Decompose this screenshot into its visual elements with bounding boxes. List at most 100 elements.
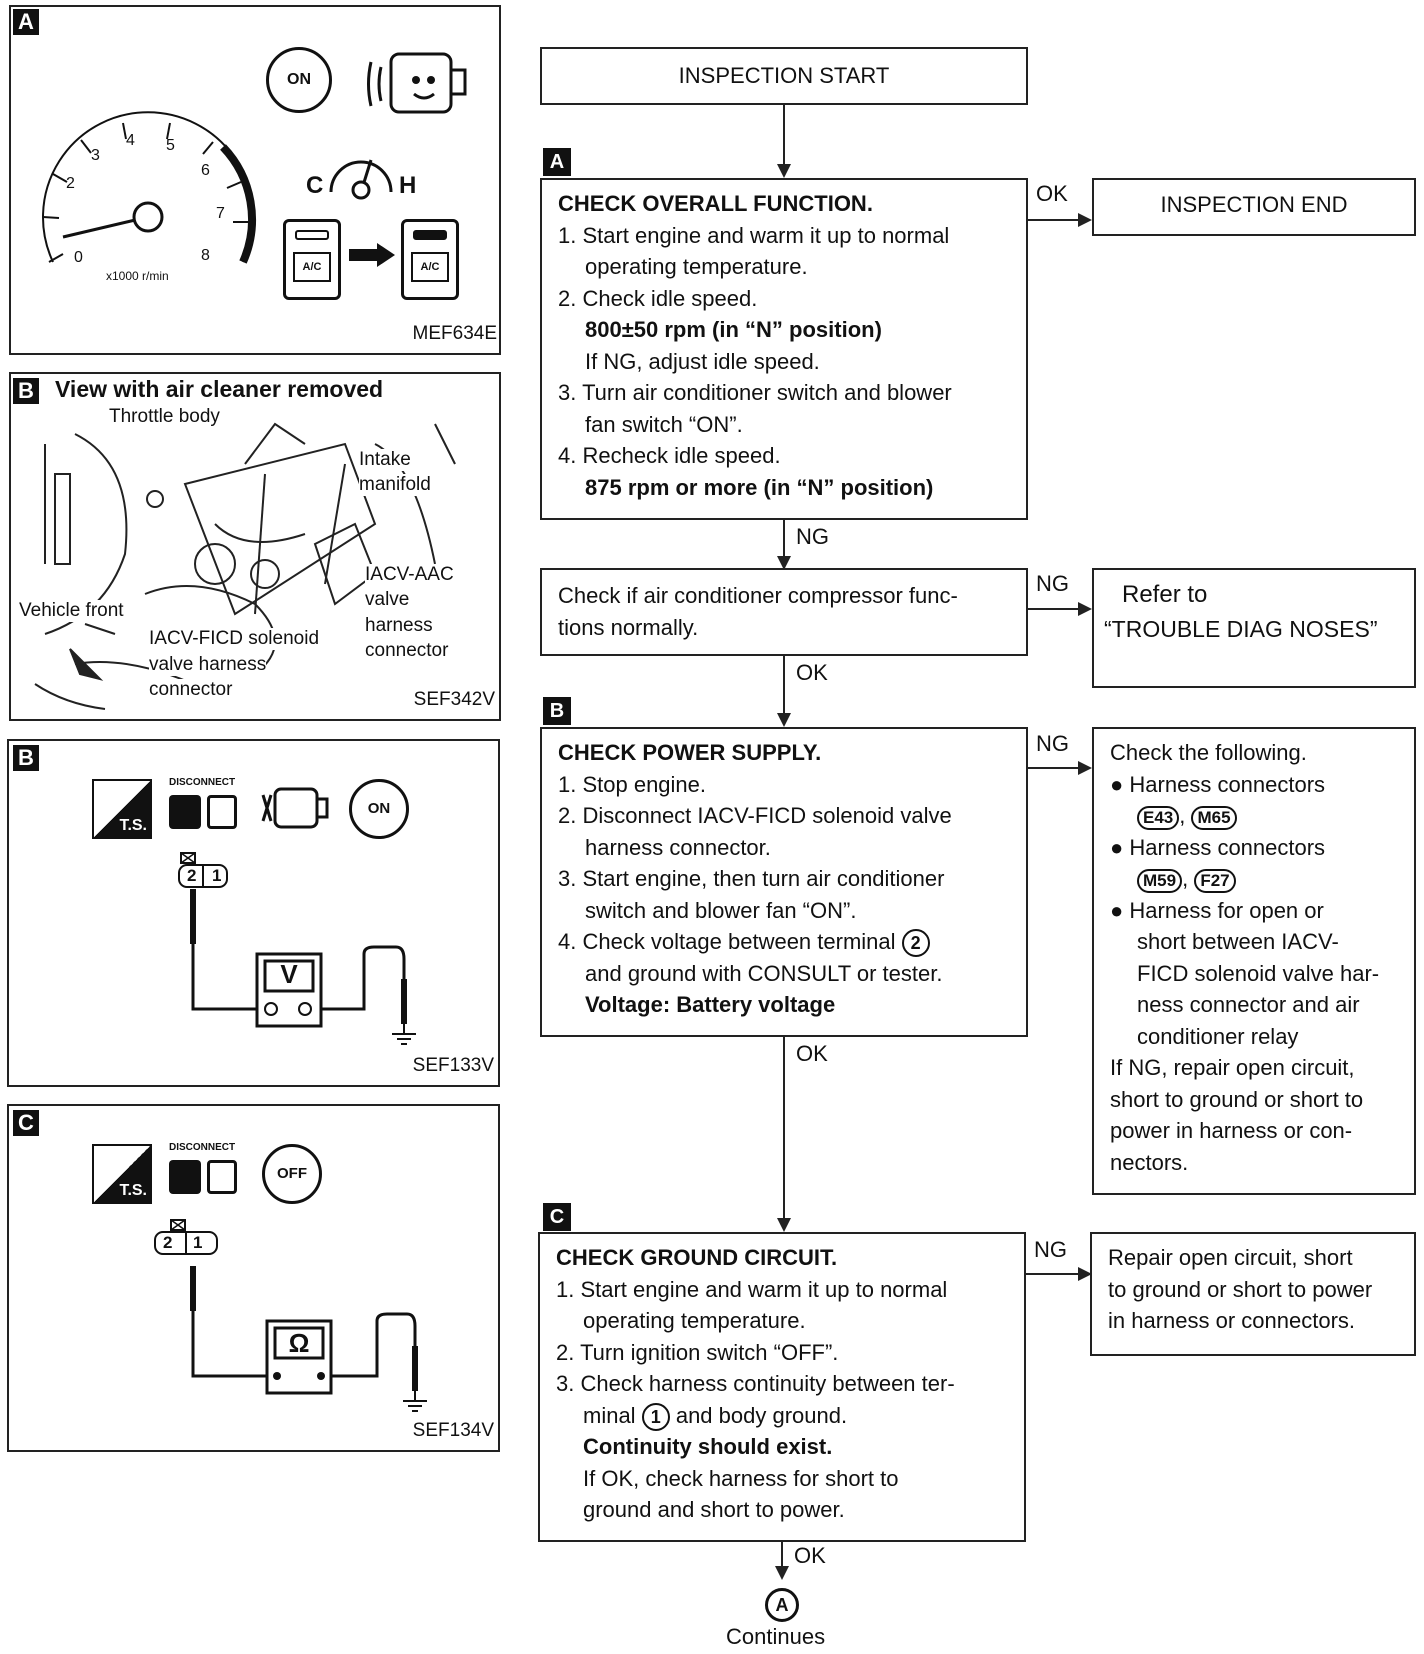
panel-tag-c: C: [13, 1110, 39, 1136]
repair-line-2: to ground or short to power: [1108, 1276, 1373, 1302]
arrow-right-icon: [1078, 602, 1092, 616]
step-b-title: CHECK POWER SUPPLY.: [558, 740, 822, 765]
step-b-line-8: Voltage: Battery voltage: [585, 992, 836, 1017]
ac-label-on: A/C: [411, 252, 449, 282]
ohmmeter-icon: Ω: [288, 1328, 310, 1358]
check-following-title: Check the following.: [1110, 740, 1307, 765]
panel-tag-a: A: [13, 9, 39, 35]
bullet-harness-1-text: Harness connectors: [1129, 771, 1326, 797]
tach-tick-5: 5: [166, 137, 175, 154]
connector-line: [1028, 767, 1078, 769]
tach-tick-8: 8: [201, 247, 210, 264]
arrow-right-head: [377, 243, 395, 267]
ts-label-c: T.S.: [119, 1182, 147, 1199]
panel-a-illustration: A 0 2 3 4 5 6 7 8 x1000 r/min ON C H: [9, 5, 501, 355]
step-b-line-6: 4. Check voltage between terminal 2: [558, 926, 1010, 958]
ng-label-b: NG: [1036, 731, 1069, 756]
arrow-down-icon: [777, 1218, 791, 1232]
compressor-check-box: Check if air conditioner compressor func…: [540, 568, 1028, 656]
label-valve-harness: valve harness: [149, 654, 267, 676]
panel-c-continuity-test: C T.S. DISCONNECT OFF 2 1 Ω SEF134V: [7, 1104, 500, 1452]
ok-label-c: OK: [794, 1543, 826, 1568]
inspection-end-label: INSPECTION END: [1160, 192, 1348, 217]
label-iacv-ficd: IACV-FICD solenoid: [149, 628, 320, 650]
panel-b1-ref-code: SEF342V: [413, 689, 495, 710]
temperature-gauge-icon: [329, 159, 393, 200]
ac-switch-off-icon: A/C: [283, 219, 341, 300]
compressor-line-2: tions normally.: [558, 614, 699, 640]
ignition-on-label: ON: [287, 71, 311, 88]
panel-b-engine-view: B View with air cleaner removed Throttle…: [9, 372, 501, 721]
ac-switch-on-icon: A/C: [401, 219, 459, 300]
connector-e43-badge: E43: [1137, 806, 1180, 830]
ok-label-b: OK: [796, 1041, 828, 1066]
refer-line-1: Refer to: [1122, 581, 1208, 608]
ts-label: T.S.: [119, 817, 147, 834]
step-b-line-5: switch and blower fan “ON”.: [585, 897, 857, 923]
connector-line: [1028, 608, 1078, 610]
arrow-down-icon: [777, 164, 791, 178]
step-c-line-5: minal 1 and body ground.: [556, 1400, 1008, 1432]
bullet-harness-2: ● Harness connectors: [1110, 834, 1326, 860]
ac-label-off: A/C: [293, 252, 331, 282]
panel-b-title: View with air cleaner removed: [55, 376, 384, 402]
check-following-line-9: ness connector and air: [1137, 992, 1360, 1017]
connector-f27-badge: F27: [1194, 869, 1236, 893]
terminal-1-badge: 1: [641, 1402, 670, 1431]
arrow-right-icon: [1078, 1267, 1092, 1281]
label-vehicle-front: Vehicle front: [19, 600, 124, 622]
step-c-line-8: ground and short to power.: [583, 1497, 845, 1522]
pin-2-label: 2: [187, 866, 197, 885]
voltmeter-icon: V: [280, 959, 298, 989]
refer-line-2: “TROUBLE DIAG NOSES”: [1104, 616, 1378, 642]
ohmmeter-circuit: [154, 1219, 427, 1412]
step-c-title: CHECK GROUND CIRCUIT.: [556, 1245, 838, 1270]
label-ficd-connector: connector: [149, 679, 233, 701]
ignition-key-on-icon-2: ON: [349, 779, 409, 839]
arrow-right-icon: [349, 249, 377, 261]
step-c-line-5-text-b: and body ground.: [675, 1402, 848, 1428]
tach-unit: x1000 r/min: [106, 269, 169, 283]
check-following-line-10: conditioner relay: [1137, 1023, 1299, 1049]
tester-ts-icon: T.S.: [92, 779, 152, 839]
arrow-down-icon: [775, 1566, 789, 1580]
ng-label-a: NG: [796, 524, 829, 549]
step-c-line-1: 1. Start engine and warm it up to normal: [556, 1276, 948, 1302]
pin-1-label: 1: [212, 866, 222, 885]
step-a-line-9: 875 rpm or more (in “N” position): [585, 474, 934, 500]
arrow-right-icon: [1078, 761, 1092, 775]
step-c-line-5-text-a: minal: [583, 1402, 636, 1428]
check-following-line-7: short between IACV-: [1137, 929, 1339, 954]
check-following-line-11: If NG, repair open circuit,: [1110, 1055, 1355, 1080]
ignition-off-label: OFF: [277, 1165, 307, 1182]
inspection-start-box: INSPECTION START: [540, 47, 1028, 105]
check-following-line-8: FICD solenoid valve har-: [1137, 960, 1380, 986]
step-a-line-1: 1. Start engine and warm it up to normal: [558, 222, 950, 248]
ignition-on-label-2: ON: [367, 800, 391, 817]
connector-line: [783, 520, 785, 568]
step-c-line-4: 3. Check harness continuity between ter-: [556, 1371, 955, 1396]
tach-tick-0: 0: [74, 249, 83, 266]
step-c-line-6: Continuity should exist.: [583, 1434, 833, 1459]
engine-running-icon: [367, 52, 467, 114]
ignition-key-off-icon: OFF: [262, 1144, 322, 1204]
step-b-line-3: harness connector.: [585, 834, 771, 860]
step-a-line-8: 4. Recheck idle speed.: [558, 443, 781, 468]
check-overall-function-box: CHECK OVERALL FUNCTION. 1. Start engine …: [540, 178, 1028, 520]
connector-line: [1026, 1273, 1078, 1275]
bullet-harness-1: ● Harness connectors: [1110, 771, 1326, 797]
panel-b2-ref-code: SEF133V: [412, 1055, 494, 1076]
connectors-row-1: E43, M65: [1110, 800, 1398, 832]
label-valve: valve: [365, 589, 410, 611]
temp-h-label: H: [399, 172, 417, 199]
tach-tick-2: 2: [66, 175, 75, 192]
step-a-line-5: If NG, adjust idle speed.: [585, 348, 820, 374]
disconnect-label-c: DISCONNECT: [169, 1142, 236, 1153]
connector-m59-badge: M59: [1137, 869, 1183, 893]
check-following-line-12: short to ground or short to: [1110, 1086, 1364, 1112]
repair-line-1: Repair open circuit, short: [1108, 1245, 1353, 1270]
continues-label: Continues: [726, 1624, 826, 1649]
pin-1-label-c: 1: [193, 1233, 203, 1252]
tach-tick-6: 6: [201, 162, 210, 179]
disconnect-label: DISCONNECT: [169, 777, 236, 788]
